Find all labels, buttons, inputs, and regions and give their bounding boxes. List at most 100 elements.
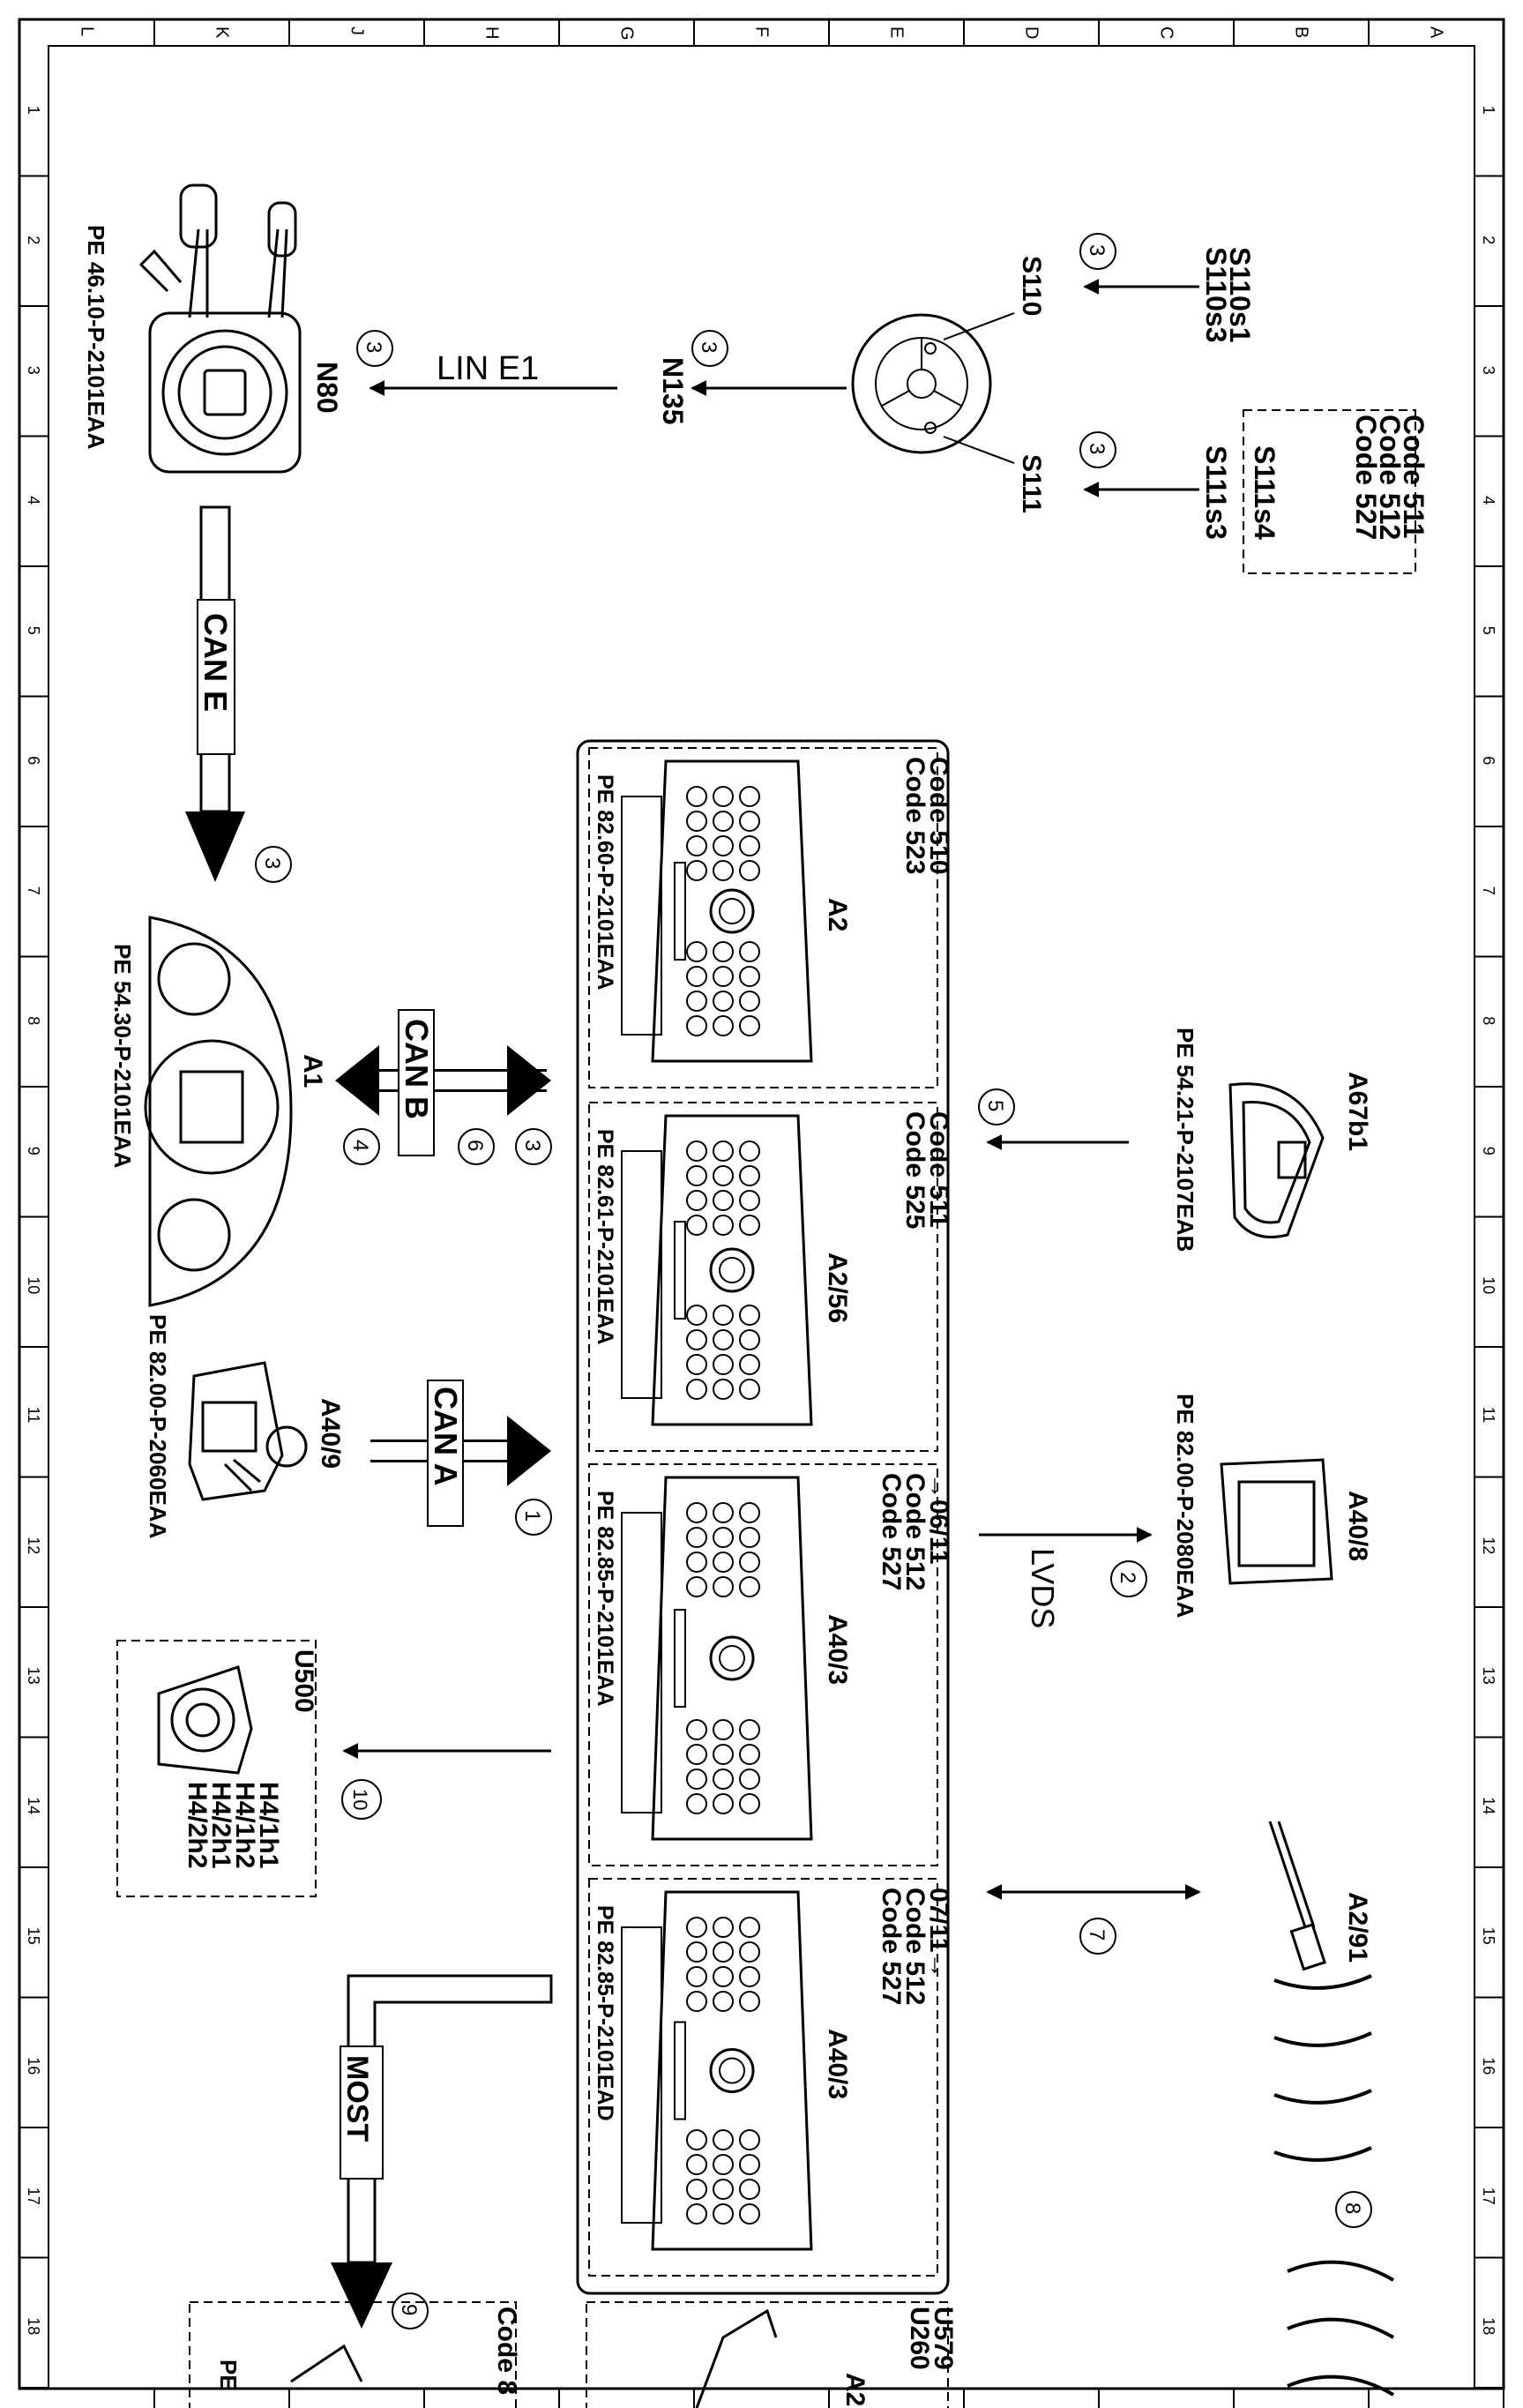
callout-6: 6	[458, 1128, 495, 1165]
bottom-box-right-name: A2	[840, 2373, 870, 2406]
row-label-right-18: 18	[1480, 2317, 1497, 2335]
switch-s111-icon	[924, 422, 937, 434]
svg-text:4: 4	[348, 1140, 372, 1151]
callout-8: 8	[1335, 2191, 1372, 2228]
unit-code: Code 510	[924, 757, 953, 874]
unit-date: 07/11→	[924, 1888, 953, 1978]
steering-code-3: Code 527	[1350, 415, 1382, 540]
unit-name: A40/3	[823, 1614, 852, 1685]
unit-code: Code 511	[924, 1111, 953, 1228]
most-arrowhead	[331, 2262, 392, 2329]
svg-text:3: 3	[1085, 244, 1109, 256]
label-lvds: LVDS	[1025, 1548, 1061, 1628]
row-label-right-1: 1	[1480, 106, 1497, 115]
label-s110: S110	[1017, 256, 1046, 316]
callout-1: 1	[515, 1499, 552, 1536]
speaker-icon	[157, 1665, 253, 1775]
code-box-steering	[1243, 409, 1416, 574]
steering-wheel	[851, 313, 992, 454]
svg-text:3: 3	[697, 341, 720, 353]
column-label-b: B	[1292, 26, 1311, 38]
label-n135: N135	[657, 357, 689, 425]
label-s111s4: S111s4	[1249, 445, 1280, 540]
column-label-k: K	[213, 26, 232, 39]
unit-date: →06/11	[924, 1473, 953, 1564]
unit-code: Code 527	[877, 1473, 906, 1590]
label-u500: U500	[289, 1649, 318, 1713]
row-label-right-8: 8	[1480, 1016, 1497, 1025]
unit-code: Code 523	[900, 757, 929, 874]
column-label-f: F	[752, 26, 772, 37]
row-label-left-16: 16	[25, 2057, 42, 2075]
can-b-arrow-right	[507, 1045, 551, 1116]
unit-ref: PE 82.61-P-2101EAA	[593, 1129, 617, 1345]
svg-text:10: 10	[349, 1789, 371, 1810]
svg-text:3: 3	[260, 857, 284, 869]
svg-text:3: 3	[362, 341, 385, 353]
unit-name: A2	[823, 898, 852, 931]
row-label-left-13: 13	[25, 1667, 42, 1685]
row-label-left-5: 5	[25, 626, 42, 635]
ref-a40-8: PE 82.00-P-2080EAA	[1172, 1394, 1198, 1619]
row-label-left-1: 1	[25, 106, 42, 115]
svg-text:8: 8	[1340, 2202, 1364, 2214]
unit-name: A2/56	[823, 1253, 852, 1323]
row-label-right-10: 10	[1480, 1276, 1497, 1294]
row-label-left-7: 7	[25, 886, 42, 895]
unit-ref: PE 82.85-P-2101EAA	[593, 1491, 617, 1707]
label-can-e: CAN E	[198, 613, 234, 712]
unit-ref: PE 82.85-P-2101EAD	[593, 1905, 617, 2121]
can-e-arrowhead	[185, 811, 245, 882]
bottom-box-left-title: Code 8	[492, 2307, 521, 2395]
row-label-right-9: 9	[1480, 1147, 1497, 1155]
row-label-right-7: 7	[1480, 886, 1497, 895]
switch-s110-icon	[924, 342, 937, 355]
row-label-right-2: 2	[1480, 236, 1497, 244]
instrument-cluster-a1	[144, 916, 293, 1307]
row-label-right-14: 14	[1480, 1797, 1497, 1814]
row-label-right-4: 4	[1480, 496, 1497, 505]
row-label-right-6: 6	[1480, 756, 1497, 765]
column-label-j: J	[347, 26, 367, 35]
unit-ref: PE 82.60-P-2101EAA	[593, 774, 617, 991]
bottom-box-right	[586, 2301, 949, 2408]
row-label-left-17: 17	[25, 2187, 42, 2205]
speaker-h4-2h1: H4/2h1	[206, 1782, 235, 1868]
callout-2: 2	[1110, 1560, 1147, 1597]
svg-text:7: 7	[1085, 1929, 1109, 1941]
callout-9: 9	[392, 2292, 429, 2329]
row-label-left-6: 6	[25, 756, 42, 765]
row-label-left-2: 2	[25, 236, 42, 244]
column-label-d: D	[1022, 26, 1041, 39]
callout-4: 4	[343, 1128, 380, 1165]
row-label-right-15: 15	[1480, 1927, 1497, 1945]
label-a40-9: A40/9	[316, 1398, 345, 1469]
outer-frame	[18, 18, 1505, 2390]
callout-5: 5	[978, 1088, 1015, 1125]
steering-code-1: Code 511	[1398, 415, 1430, 539]
bottom-box-right-line2: U260	[905, 2307, 934, 2370]
column-label-e: E	[887, 26, 907, 38]
callout-3-s111: 3	[1079, 431, 1116, 468]
callout-3-can-b: 3	[515, 1128, 552, 1165]
speaker-h4-1h2: H4/1h2	[230, 1782, 259, 1868]
svg-text:3: 3	[520, 1140, 544, 1151]
callout-3-n135: 3	[691, 330, 728, 367]
bottom-box-right-line1: U579	[929, 2307, 958, 2370]
controller-a40-9	[188, 1361, 308, 1501]
row-label-right-11: 11	[1480, 1407, 1497, 1424]
can-a-arrow	[507, 1416, 551, 1486]
label-s110s3: S110s3	[1200, 247, 1232, 343]
row-label-left-14: 14	[25, 1797, 42, 1814]
speaker-h4-1h1: H4/1h1	[254, 1782, 283, 1868]
column-module-n80	[138, 183, 302, 474]
row-label-left-10: 10	[25, 1276, 42, 1294]
label-can-a: CAN A	[428, 1387, 464, 1486]
row-label-left-12: 12	[25, 1537, 42, 1554]
label-a40-8: A40/8	[1343, 1491, 1372, 1561]
